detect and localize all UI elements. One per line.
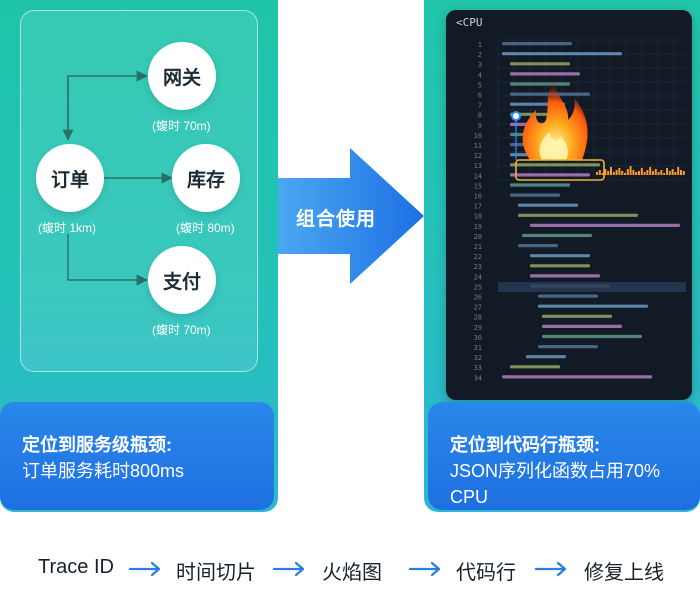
line-number: 1: [478, 41, 482, 49]
right-arrow-icon: [408, 561, 441, 577]
line-number: 21: [474, 243, 482, 251]
right-arrow-icon: [534, 561, 567, 577]
line-number: 13: [474, 162, 482, 170]
service-bottleneck-body: 订单服务耗时800ms: [22, 461, 185, 481]
line-number: 25: [474, 283, 482, 291]
node-payment-label: 支付: [162, 271, 201, 293]
node-inventory-note: (蝮时 80m): [176, 221, 235, 235]
line-number: 6: [478, 92, 482, 100]
line-number: 20: [474, 233, 482, 241]
flow-step-code-line: 代码行: [456, 562, 516, 584]
flow-step-flame-graph: 火焰图: [322, 562, 382, 584]
flame-icon: [522, 80, 588, 160]
flow-step-trace-id: Trace ID: [38, 556, 114, 578]
node-order-label: 订单: [50, 169, 89, 191]
line-number: 24: [474, 273, 482, 281]
line-number: 32: [474, 354, 482, 362]
line-number: 8: [478, 112, 482, 120]
service-graph-edges: [62, 70, 173, 286]
line-number: 23: [474, 263, 482, 271]
code-bottleneck-callout: 定位到代码行瓶颈: JSON序列化函数占用70% CPU: [428, 402, 700, 510]
line-number: 19: [474, 223, 482, 231]
line-number: 29: [474, 324, 482, 332]
node-order: 订单: [36, 144, 104, 212]
location-marker-icon: [511, 111, 521, 121]
hot-function-box: [515, 159, 605, 181]
node-gateway-note: (蝮时 70m): [152, 119, 211, 133]
line-number: 34: [474, 374, 482, 382]
line-number: 31: [474, 344, 482, 352]
line-number: 10: [474, 132, 482, 140]
node-gateway-label: 网关: [162, 67, 201, 89]
line-number: 12: [474, 152, 482, 160]
right-arrow-icon: [272, 561, 305, 577]
right-arrow-icon: [128, 561, 161, 577]
combine-arrow: [278, 148, 424, 284]
code-bottleneck-body: JSON序列化函数占用70% CPU: [450, 461, 661, 507]
line-number: 30: [474, 334, 482, 342]
line-number: 5: [478, 81, 482, 89]
editor-title: <CPU: [456, 16, 483, 29]
line-number: 14: [474, 172, 482, 180]
node-gateway: 网关: [148, 42, 216, 110]
node-inventory: 库存: [172, 144, 240, 212]
code-flamegraph: 1234567891011121314151617181920212223242…: [474, 39, 686, 382]
line-number: 9: [478, 122, 482, 130]
service-bottleneck-callout: 定位到服务级瓶颈: 订单服务耗时800ms: [0, 402, 274, 510]
line-number: 4: [478, 71, 482, 79]
line-number: 27: [474, 304, 482, 312]
line-number: 33: [474, 364, 482, 372]
service-bottleneck-title: 定位到服务级瓶颈:: [22, 435, 172, 455]
line-number: 15: [474, 182, 482, 190]
line-number: 18: [474, 213, 482, 221]
node-order-note: (蝮时 1km): [38, 221, 96, 235]
hot-line-band: [498, 282, 686, 292]
node-payment-note: (蝮时 70m): [152, 323, 211, 337]
line-number: 17: [474, 203, 482, 211]
line-number: 3: [478, 61, 482, 69]
flow-step-fix-release: 修复上线: [584, 562, 664, 584]
line-number: 22: [474, 253, 482, 261]
edge-order-gateway: [67, 70, 148, 140]
node-payment: 支付: [148, 246, 216, 314]
line-number: 26: [474, 294, 482, 302]
line-number: 16: [474, 193, 482, 201]
line-number: 7: [478, 102, 482, 110]
node-inventory-label: 库存: [186, 169, 225, 191]
flow-step-time-slice: 时间切片: [176, 562, 256, 584]
edge-order-payment: [67, 234, 148, 286]
combine-label: 组合使用: [296, 209, 377, 230]
workflow-steps: Trace ID 时间切片 火焰图 代码行 修复上线: [0, 548, 700, 588]
line-number: 2: [478, 51, 482, 59]
line-number: 28: [474, 314, 482, 322]
line-number: 11: [474, 142, 482, 150]
code-bottleneck-title: 定位到代码行瓶颈:: [450, 435, 600, 455]
